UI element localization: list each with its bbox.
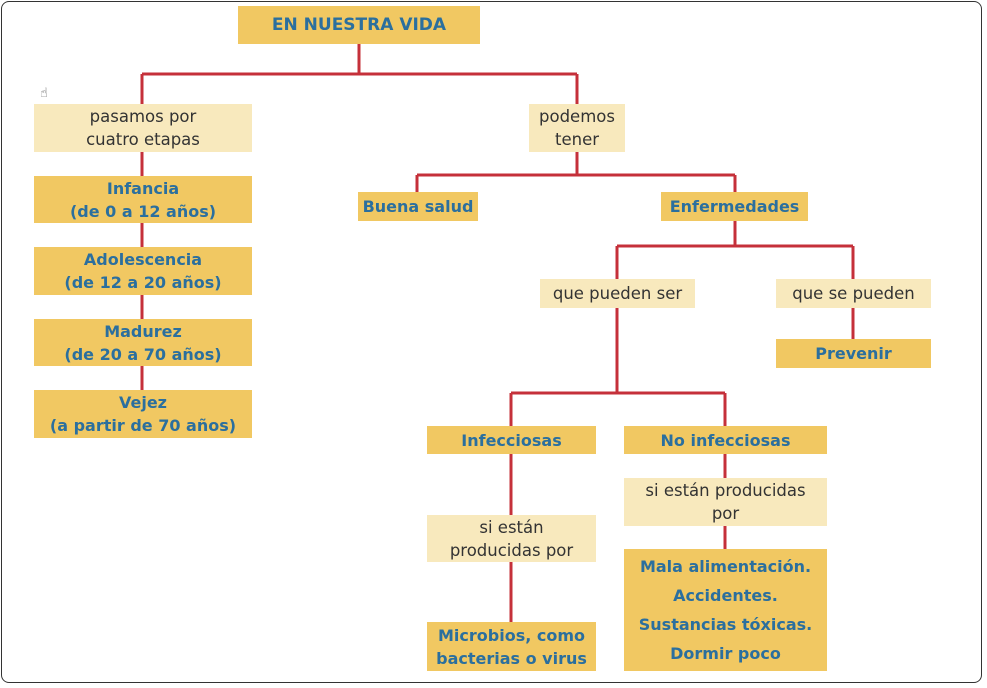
connector-infectious-caused-by: si están producidas por	[427, 515, 596, 562]
stage-vejez: Vejez (a partir de 70 años)	[34, 390, 252, 438]
line-podemos	[415, 152, 737, 192]
line-tipos	[509, 308, 727, 426]
title-box: EN NUESTRA VIDA	[238, 6, 480, 44]
non-infectious-causes-box: Mala alimentación. Accidentes. Sustancia…	[624, 549, 827, 671]
connector-pasamos: pasamos por cuatro etapas	[34, 104, 252, 152]
connector-non-infectious-caused-by: si están producidas por	[624, 478, 827, 526]
non-infectious-box: No infecciosas	[624, 426, 827, 454]
hand-cursor-icon: ☝	[40, 86, 48, 101]
prevent-box: Prevenir	[776, 339, 931, 368]
stage-adolescencia: Adolescencia (de 12 a 20 años)	[34, 247, 252, 295]
stage-madurez: Madurez (de 20 a 70 años)	[34, 319, 252, 366]
infectious-box: Infecciosas	[427, 426, 596, 454]
connector-podemos: podemos tener	[529, 104, 625, 152]
line-root	[140, 44, 579, 104]
stage-infancia: Infancia (de 0 a 12 años)	[34, 176, 252, 223]
connector-can-be-prevented: que se pueden	[776, 279, 931, 308]
infectious-causes-box: Microbios, como bacterias o virus	[427, 622, 596, 671]
line-enfermedades	[615, 221, 855, 279]
connector-can-be: que pueden ser	[540, 279, 695, 308]
diseases-box: Enfermedades	[661, 192, 808, 221]
good-health-box: Buena salud	[358, 192, 478, 221]
